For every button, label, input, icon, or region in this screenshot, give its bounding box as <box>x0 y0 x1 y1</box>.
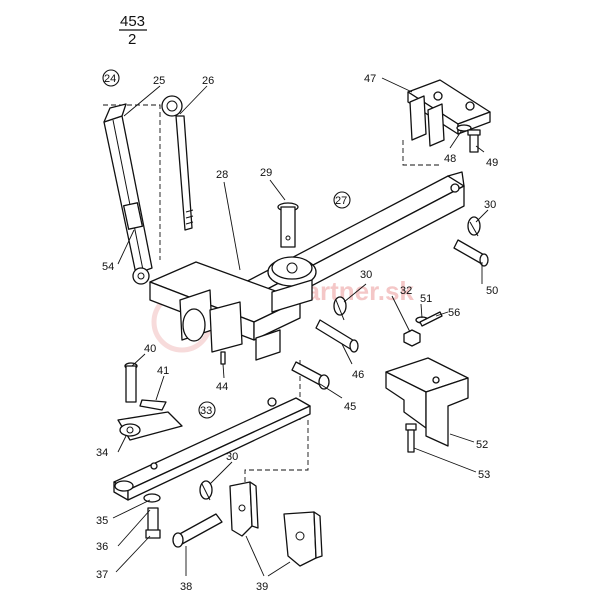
circled-label-24: 24 <box>102 69 120 87</box>
label-48: 48 <box>444 153 456 165</box>
label-45: 45 <box>344 401 356 413</box>
sheet-subnumber: 2 <box>128 31 136 48</box>
top-bracket-part-47 <box>407 79 491 147</box>
bracket-part-52 <box>385 357 469 447</box>
pin-part-38 <box>172 513 223 548</box>
washer-part-48 <box>456 124 472 132</box>
pin-part-29 <box>277 202 299 248</box>
label-46: 46 <box>352 369 364 381</box>
label-30a: 30 <box>360 269 372 281</box>
label-54: 54 <box>102 261 114 273</box>
label-35: 35 <box>96 515 108 527</box>
linch-pin-part-30a <box>333 296 347 321</box>
svg-text:24: 24 <box>104 73 116 85</box>
lower-link-end-part-34 <box>117 411 183 441</box>
lift-rod-part-25 <box>103 103 153 285</box>
bolt-part-37 <box>145 507 161 539</box>
linch-pin-part-30c <box>199 480 213 501</box>
pivot-boss <box>267 256 317 313</box>
label-56: 56 <box>448 307 460 319</box>
central-frame-part-28 <box>149 261 301 361</box>
nut-part-32 <box>403 329 421 347</box>
leader-lines <box>112 77 489 577</box>
bracket-part-39a <box>229 481 259 537</box>
label-53: 53 <box>478 469 490 481</box>
label-29: 29 <box>260 167 272 179</box>
circled-label-33: 33 <box>198 401 216 419</box>
small-pin-part-44 <box>220 351 226 365</box>
label-44: 44 <box>216 381 228 393</box>
circled-label-27: 27 <box>333 191 351 209</box>
label-38: 38 <box>180 581 192 593</box>
clip-part-41 <box>139 399 167 411</box>
label-49: 49 <box>486 157 498 169</box>
washer-part-35 <box>143 493 161 503</box>
label-52: 52 <box>476 439 488 451</box>
svg-text:33: 33 <box>200 405 212 417</box>
label-40: 40 <box>144 343 156 355</box>
label-51: 51 <box>420 293 432 305</box>
label-39: 39 <box>256 581 268 593</box>
label-30c: 30 <box>226 451 238 463</box>
sheet-reference: 453 2 <box>119 13 147 48</box>
bracket-part-39b <box>283 511 323 567</box>
label-37: 37 <box>96 569 108 581</box>
sheet-number: 453 <box>120 13 145 30</box>
bolt-part-53 <box>405 423 417 453</box>
part-labels: 25 26 28 29 30 30 30 32 34 35 36 37 38 3… <box>96 73 498 593</box>
label-34: 34 <box>96 447 108 459</box>
lower-link-part-33 <box>113 397 311 501</box>
pin-part-46 <box>315 319 359 353</box>
label-36: 36 <box>96 541 108 553</box>
label-47: 47 <box>364 73 376 85</box>
pin-part-50 <box>453 239 489 267</box>
label-28: 28 <box>216 169 228 181</box>
label-25: 25 <box>153 75 165 87</box>
pin-part-45 <box>291 361 330 390</box>
label-26: 26 <box>202 75 214 87</box>
label-32: 32 <box>400 285 412 297</box>
svg-text:27: 27 <box>335 195 347 207</box>
threaded-rod-part-26 <box>161 95 194 231</box>
label-41: 41 <box>157 365 169 377</box>
pin-part-40 <box>124 362 138 403</box>
label-30b: 30 <box>484 199 496 211</box>
label-50: 50 <box>486 285 498 297</box>
bolt-part-49 <box>467 129 481 153</box>
